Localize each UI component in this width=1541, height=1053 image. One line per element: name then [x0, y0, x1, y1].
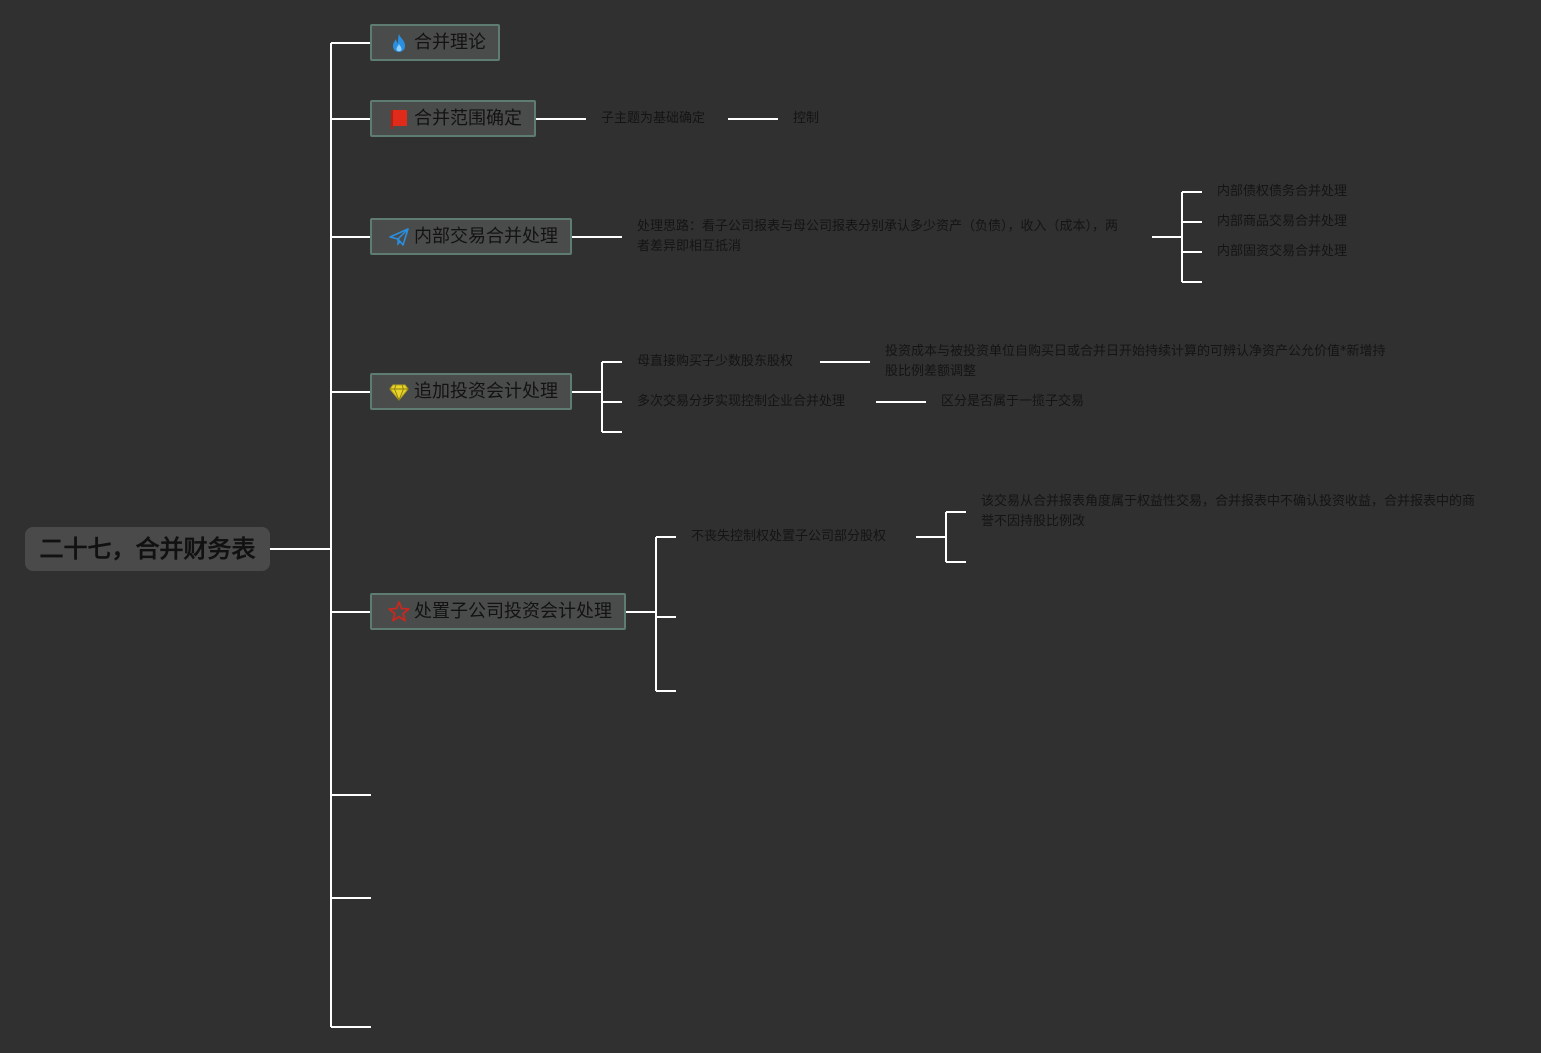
topic-internal-transactions[interactable]: 内部交易合并处理: [370, 218, 572, 255]
additional-item-label: 多次交易分步实现控制企业合并处理: [637, 394, 846, 409]
disposal-detail-label: 该交易从合并报表角度属于权益性交易，合并报表中不确认投资收益，合并报表中的商誉不…: [981, 494, 1476, 529]
internal-item-label: 内部商品交易合并处理: [1217, 214, 1348, 229]
star-icon: [388, 601, 410, 623]
root-topic[interactable]: 二十七，合并财务表: [25, 527, 270, 571]
paper-plane-icon: [388, 226, 410, 248]
internal-item-node[interactable]: 内部固资交易合并处理: [1217, 242, 1347, 262]
internal-item-node[interactable]: 内部债权债务合并处理: [1217, 182, 1347, 202]
diamond-icon: [388, 381, 410, 403]
fire-icon: [388, 32, 410, 54]
internal-item-label: 内部固资交易合并处理: [1217, 244, 1348, 259]
disposal-detail-node[interactable]: 该交易从合并报表角度属于权益性交易，合并报表中不确认投资收益，合并报表中的商誉不…: [981, 492, 1475, 532]
internal-approach-label: 处理思路：看子公司报表与母公司报表分别承认多少资产（负债），收入（成本），两者差…: [637, 219, 1119, 254]
scope-grandchild-node[interactable]: 控制: [793, 109, 819, 129]
internal-approach-node[interactable]: 处理思路：看子公司报表与母公司报表分别承认多少资产（负债），收入（成本），两者差…: [637, 217, 1121, 257]
disposal-item-node[interactable]: 不丧失控制权处置子公司部分股权: [691, 527, 886, 547]
additional-item-node[interactable]: 多次交易分步实现控制企业合并处理: [637, 392, 845, 412]
topic-label: 合并范围确定: [414, 108, 522, 129]
internal-item-label: 内部债权债务合并处理: [1217, 184, 1348, 199]
additional-detail-node[interactable]: 投资成本与被投资单位自购买日或合并日开始持续计算的可辨认净资产公允价值*新增持股…: [885, 342, 1389, 382]
topic-subsidiary-disposal[interactable]: 处置子公司投资会计处理: [370, 593, 626, 630]
topic-label: 合并理论: [414, 32, 486, 53]
topic-consolidation-scope[interactable]: 合并范围确定: [370, 100, 536, 137]
additional-detail-label: 区分是否属于一揽子交易: [941, 394, 1085, 409]
topic-consolidation-theory[interactable]: 合并理论: [370, 24, 500, 61]
scope-child-label: 子主题为基础确定: [601, 111, 706, 126]
additional-detail-label: 投资成本与被投资单位自购买日或合并日开始持续计算的可辨认净资产公允价值*新增持股…: [885, 344, 1386, 379]
internal-item-node[interactable]: 内部商品交易合并处理: [1217, 212, 1347, 232]
root-topic-label: 二十七，合并财务表: [39, 535, 256, 563]
disposal-item-label: 不丧失控制权处置子公司部分股权: [691, 529, 887, 544]
red-flag-icon: [388, 108, 410, 130]
scope-child-node[interactable]: 子主题为基础确定: [601, 109, 705, 129]
topic-label: 处置子公司投资会计处理: [414, 601, 612, 622]
topic-label: 内部交易合并处理: [414, 226, 558, 247]
topic-label: 追加投资会计处理: [414, 381, 558, 402]
scope-grandchild-label: 控制: [793, 111, 820, 126]
topic-additional-investment[interactable]: 追加投资会计处理: [370, 373, 572, 410]
additional-item-label: 母直接购买子少数股东股权: [637, 354, 794, 369]
additional-item-node[interactable]: 母直接购买子少数股东股权: [637, 352, 793, 372]
additional-detail-node[interactable]: 区分是否属于一揽子交易: [941, 392, 1084, 412]
